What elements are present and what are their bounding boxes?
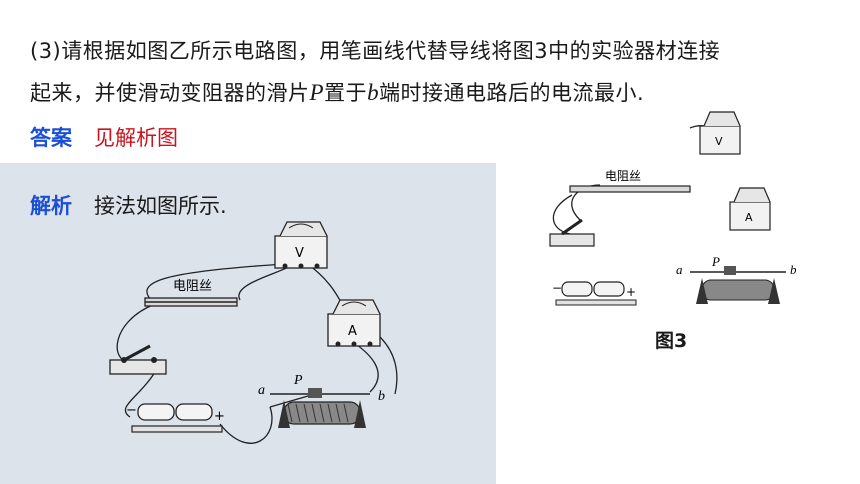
end-variable-b: b: [367, 80, 380, 105]
analysis-panel: [0, 163, 496, 484]
battery: − +: [126, 403, 225, 433]
fig3-ammeter-label: A: [745, 211, 753, 224]
rheostat-end-b-label: b: [378, 389, 385, 404]
fig3-switch: [549, 218, 595, 247]
fig3-ammeter: A: [729, 187, 771, 231]
wire-path: [269, 393, 316, 408]
rheostat-end-a-label: a: [258, 383, 265, 398]
question-line-2: 起来，并使滑动变阻器的滑片P置于b端时接通电路后的电流最小.: [30, 72, 840, 114]
battery-plus-label: +: [214, 409, 225, 424]
battery-minus-label: −: [126, 403, 137, 418]
fig3-resistance-wire: 电阻丝: [569, 169, 691, 193]
figure-3-equipment: V 电阻丝 A − + a P b: [549, 111, 797, 306]
ammeter: A: [327, 299, 381, 347]
answer-row: 答案见解析图: [30, 122, 178, 152]
wire-path: [146, 263, 286, 305]
slider-variable-p: P: [309, 80, 325, 105]
answer-tag: 答案: [30, 126, 72, 150]
resistance-wire: 电阻丝: [144, 279, 238, 307]
wire-path: [379, 336, 398, 395]
analysis-row: 解析接法如图所示.: [30, 190, 227, 220]
fig3-rheostat-end-b-label: b: [790, 262, 797, 277]
figure-3-caption: 图3: [655, 330, 688, 352]
question-line-2-part-a: 起来，并使滑动变阻器的滑片: [30, 81, 310, 105]
rheostat: a P b: [258, 373, 385, 428]
solution-circuit-diagram: V 电阻丝 A − + a P b: [109, 221, 398, 444]
analysis-text: 接法如图所示.: [94, 194, 227, 218]
fig3-rheostat-slider-label: P: [711, 254, 720, 269]
fig3-resistance-wire-label: 电阻丝: [605, 169, 641, 183]
fig3-battery-plus-label: +: [626, 285, 636, 299]
fig3-rheostat: a P b: [676, 254, 797, 304]
question-text: (3)请根据如图乙所示电路图，用笔画线代替导线将图3中的实验器材连接 起来，并使…: [30, 30, 840, 114]
analysis-tag: 解析: [30, 194, 72, 218]
fig3-battery: − +: [552, 281, 637, 306]
voltmeter: V: [274, 221, 328, 269]
answer-text: 见解析图: [94, 126, 178, 150]
question-line-2-part-c: 端时接通电路后的电流最小.: [379, 81, 645, 105]
voltmeter-label: V: [295, 246, 304, 261]
fig3-voltmeter: V: [699, 111, 741, 155]
switch: [109, 344, 167, 375]
fig3-rheostat-end-a-label: a: [676, 262, 683, 277]
question-line-2-part-b: 置于: [324, 81, 368, 105]
fig3-voltmeter-label: V: [715, 135, 723, 148]
resistance-wire-label: 电阻丝: [173, 279, 212, 294]
fig3-battery-minus-label: −: [552, 281, 562, 295]
wire-path: [124, 371, 156, 418]
ammeter-label: A: [348, 324, 357, 339]
wire-path: [219, 406, 273, 444]
rheostat-slider-label: P: [293, 373, 303, 388]
question-line-1: (3)请根据如图乙所示电路图，用笔画线代替导线将图3中的实验器材连接: [30, 39, 721, 63]
